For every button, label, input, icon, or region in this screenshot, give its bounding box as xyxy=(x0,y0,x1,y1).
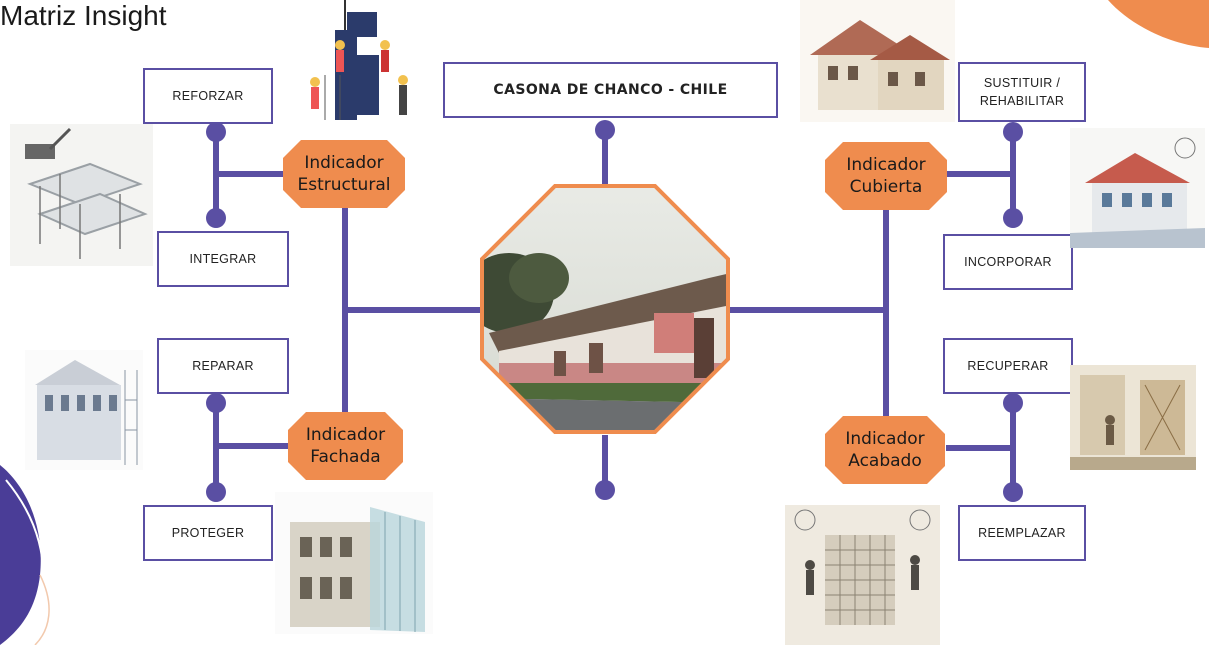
action-reforzar: REFORZAR xyxy=(143,68,273,124)
illustration-interior-finishing xyxy=(1070,365,1196,470)
action-proteger: PROTEGER xyxy=(143,505,273,561)
action-reemplazar: REEMPLAZAR xyxy=(958,505,1086,561)
illustration-tile-workers xyxy=(785,505,940,645)
indicator-cubierta-line1: Indicador xyxy=(846,154,926,175)
indicator-cubierta-line2: Cubierta xyxy=(849,177,923,197)
corner-accent-bottom-left xyxy=(0,465,50,645)
illustration-roof-damage xyxy=(800,0,955,122)
indicator-estructural-line1: Indicador xyxy=(304,152,384,173)
illustration-facade-glass xyxy=(275,492,433,634)
action-incorporar: INCORPORAR xyxy=(943,234,1073,290)
action-recuperar: RECUPERAR xyxy=(943,338,1073,394)
action-sustituir-rehabilitar: SUSTITUIR / REHABILITAR xyxy=(958,62,1086,122)
action-integrar: INTEGRAR xyxy=(157,231,289,287)
corner-accent-top-right xyxy=(1108,0,1209,48)
page-title: Matriz Insight xyxy=(0,0,167,31)
indicator-estructural-line2: Estructural xyxy=(297,175,391,195)
indicator-fachada-line2: Fachada xyxy=(310,447,381,467)
indicator-fachada-line1: Indicador xyxy=(305,424,386,445)
indicator-acabado-line2: Acabado xyxy=(848,451,922,471)
center-octagon-photo xyxy=(480,184,730,434)
action-sustituir-line2: REHABILITAR xyxy=(979,94,1065,108)
illustration-roof-repair xyxy=(1070,128,1205,248)
illustration-facade-classic xyxy=(25,350,143,470)
illustration-structural-frame xyxy=(10,124,153,266)
indicator-acabado-line1: Indicador xyxy=(845,428,925,449)
action-reparar: REPARAR xyxy=(157,338,289,394)
center-title-box: CASONA DE CHANCO - CHILE xyxy=(443,62,778,118)
illustration-workers-assembling xyxy=(310,0,408,120)
action-sustituir-line1: SUSTITUIR / xyxy=(983,75,1061,90)
